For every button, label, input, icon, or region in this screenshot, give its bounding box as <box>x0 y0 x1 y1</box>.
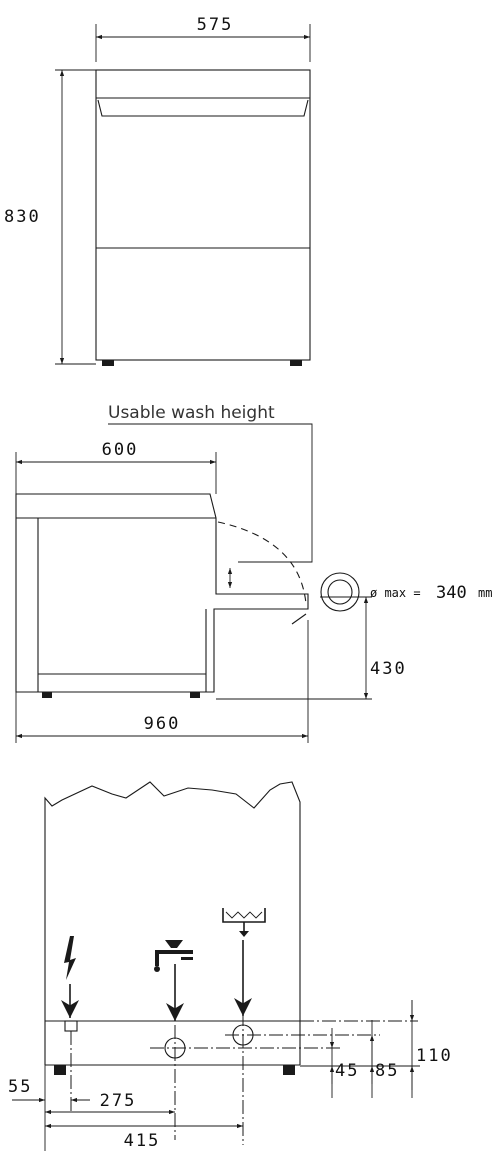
front-foot-right <box>290 360 302 366</box>
max-diameter-prefix: ø max = <box>370 586 421 600</box>
wash-height-leader <box>108 423 313 563</box>
water-inlet-tap-icon <box>154 940 193 972</box>
dim-45-label: 45 <box>335 1061 359 1081</box>
rack-height-label: 430 <box>370 659 407 679</box>
side-foot-front <box>42 692 52 698</box>
side-foot-rear <box>190 692 200 698</box>
rear-body-outline <box>44 781 301 1065</box>
max-plate-outer-circle <box>320 572 360 612</box>
front-height-label: 830 <box>4 207 41 227</box>
front-width-label: 575 <box>197 15 234 35</box>
door-swing-arc <box>217 521 307 605</box>
rear-foot-right <box>283 1065 295 1075</box>
dim-55-label: 55 <box>8 1077 32 1097</box>
rear-view: 45 85 110 55 275 415 <box>8 781 453 1151</box>
side-door-lip <box>291 613 307 625</box>
front-body-outline <box>95 69 311 361</box>
dim-415-label: 415 <box>124 1131 161 1151</box>
max-diameter-value: 340 <box>436 583 467 603</box>
max-diameter-unit: mm <box>478 586 492 600</box>
front-view: 575 830 <box>4 15 311 366</box>
dim-110-label: 110 <box>416 1046 453 1066</box>
electrical-connector <box>64 1020 78 1032</box>
rear-foot-left <box>54 1065 66 1075</box>
dim-85-label: 85 <box>375 1061 399 1081</box>
side-depth-label: 600 <box>102 440 139 460</box>
side-body-outline <box>15 493 309 693</box>
open-depth-label: 960 <box>144 714 181 734</box>
side-view: Usable wash height 600 ø max = 340 mm 43… <box>15 403 492 743</box>
dim-275-label: 275 <box>100 1091 137 1111</box>
usable-wash-height-label: Usable wash height <box>108 403 275 423</box>
electrical-supply-icon <box>64 936 76 980</box>
front-handle <box>97 99 309 117</box>
drain-outlet-icon <box>222 908 266 937</box>
front-foot-left <box>102 360 114 366</box>
max-plate-inner-circle <box>327 579 353 605</box>
